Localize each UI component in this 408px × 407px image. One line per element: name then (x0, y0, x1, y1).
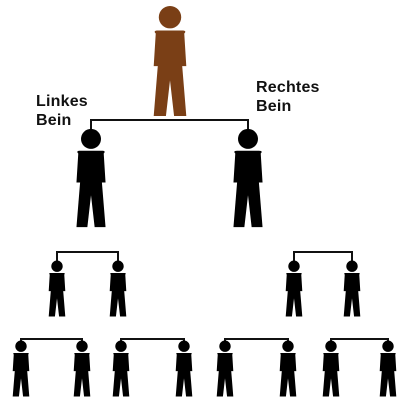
left-leg-label: Linkes Bein (36, 93, 88, 129)
dollar-sign-icon: $ (194, 57, 203, 74)
right-leg-label: Rechtes Bein (256, 79, 320, 115)
person-figure-level3-1 (12, 340, 30, 397)
person-figure-level1-2 (233, 128, 263, 228)
person-figure-level3-7 (322, 340, 340, 397)
person-figure-level2-2 (109, 260, 127, 317)
figures: $ (12, 6, 397, 397)
person-figure-level2-4 (343, 260, 361, 317)
connector-top (90, 119, 249, 132)
person-figure-level3-4 (175, 340, 193, 397)
connector-lines (20, 119, 389, 346)
connector-level3-1 (20, 338, 83, 346)
connector-level3-4 (330, 338, 389, 346)
top-person-figure (153, 6, 187, 116)
person-figure-level2-1 (48, 260, 66, 317)
person-figure-level3-8 (379, 340, 397, 397)
person-figure-level3-2 (73, 340, 91, 397)
connector-level3-2 (120, 338, 185, 346)
connector-level2-2 (293, 251, 353, 265)
person-figure-level1-1 (76, 128, 106, 228)
person-figure-level3-5 (216, 340, 234, 397)
person-figure-level3-6 (279, 340, 297, 397)
connector-level3-3 (224, 338, 289, 346)
person-figure-level2-3 (285, 260, 303, 317)
person-figure-level3-3 (112, 340, 130, 397)
connector-level2-1 (56, 251, 119, 265)
